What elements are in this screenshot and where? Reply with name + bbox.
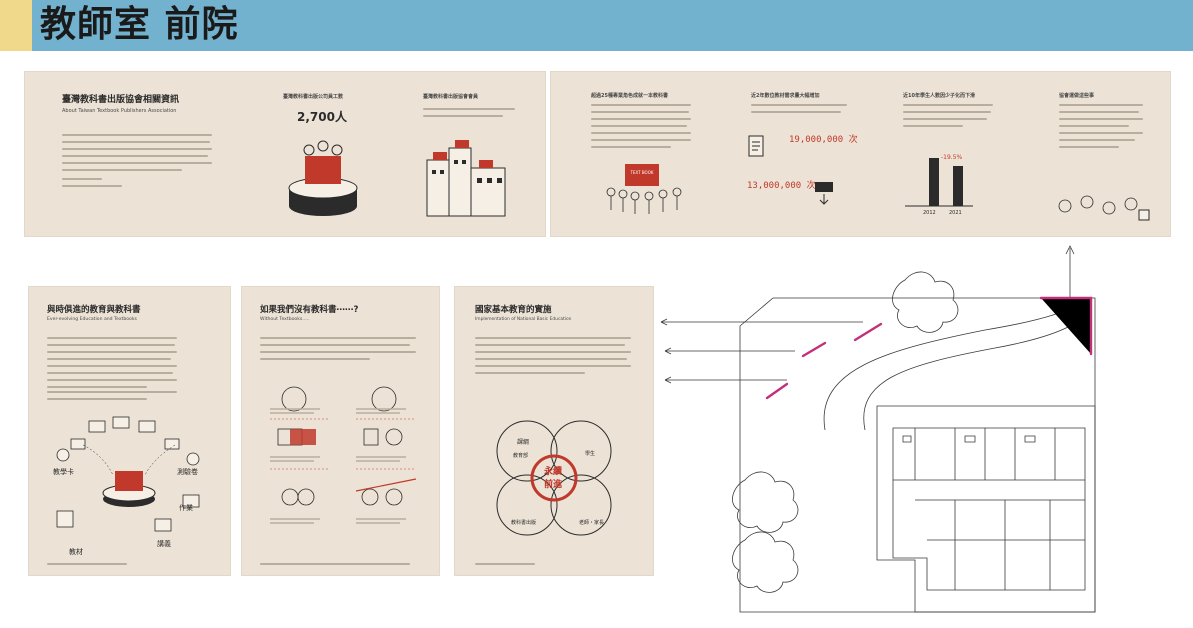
- label-test-paper: 測驗卷: [177, 468, 198, 476]
- download-icon: [815, 182, 833, 205]
- birthrate-title: 近10年學生人數因少子化而下滑: [903, 93, 975, 99]
- birthrate-change: -19.5%: [941, 154, 963, 161]
- panel-d-body: [260, 337, 416, 365]
- education-cycle-diagram: [496, 420, 612, 536]
- assoc-illustration: [1058, 195, 1150, 221]
- book-label: TEXT BOOK: [630, 170, 654, 175]
- panel-c-title: 與時俱進的教育與教科書: [47, 305, 141, 315]
- members-title: 臺灣教科書出版協會會員: [423, 94, 479, 100]
- panel-e-subtitle: Implementation of National Basic Educati…: [475, 317, 572, 322]
- node-curriculum: 課綱: [517, 439, 530, 446]
- page-title: 教師室 前院: [40, 4, 239, 45]
- label-homework: 作業: [179, 504, 193, 512]
- panel-c-body: [47, 337, 177, 393]
- cycle-center-line-1: 永續: [544, 467, 563, 477]
- node-teachers-parents: 老師・家長: [579, 520, 605, 526]
- node-ministry: 教育部: [513, 453, 529, 459]
- evolving-illustration: [56, 416, 200, 532]
- without-textbooks-illustration: [270, 386, 417, 524]
- panel-industry-facts: 超過25種專業角色成就一本教科書 TEXT BOOK 近2年數位教材需求量大幅增…: [551, 72, 1170, 236]
- cycle-center-line-2: 前進: [544, 480, 563, 490]
- buildings-illustration: [426, 140, 506, 217]
- stat-value: 2,700人: [297, 110, 347, 124]
- professions-illustration: TEXT BOOK: [606, 164, 682, 214]
- panel-c-footer: [47, 563, 127, 570]
- panel-c-body-2: [47, 391, 177, 405]
- panel-a-title: 臺灣教科書出版協會相關資訊: [62, 95, 180, 105]
- panel-e-footer: [475, 563, 535, 570]
- label-teaching-materials: 教材: [69, 548, 83, 556]
- members-list: [423, 108, 515, 122]
- birthrate-bar-chart: [905, 158, 973, 207]
- panel-ever-evolving: 與時俱進的教育與教科書 Ever-evolving Education and …: [29, 287, 230, 575]
- assoc-body: [1059, 104, 1143, 153]
- panel-a-footnote: [62, 178, 122, 192]
- node-students: 學生: [585, 451, 596, 457]
- digital-value-2: 13,000,000 次: [747, 181, 816, 191]
- birthrate-year-2: 2021: [949, 210, 962, 216]
- digital-value-1: 19,000,000 次: [789, 135, 858, 145]
- panel-without-textbooks: 如果我們沒有教科書⋯⋯? Without Textbooks.....: [242, 287, 439, 575]
- birthrate-year-1: 2012: [923, 210, 936, 216]
- birthrate-body: [903, 104, 993, 132]
- header-accent: [0, 0, 32, 51]
- digital-title: 近2年數位教材需求量大幅增加: [751, 93, 820, 99]
- panel-a-body-text: [62, 134, 212, 176]
- header-bar: [0, 0, 1193, 51]
- panel-d-title: 如果我們沒有教科書⋯⋯?: [260, 305, 359, 315]
- node-publishing: 教科書出版: [511, 520, 537, 526]
- panel-e-body: [475, 337, 631, 379]
- professions-body: [591, 104, 691, 153]
- document-icon: [748, 135, 764, 157]
- panel-e-title: 國家基本教育的實施: [475, 305, 552, 315]
- label-teaching-card: 教學卡: [53, 468, 74, 476]
- panel-association-info: 臺灣教科書出版協會相關資訊 About Taiwan Textbook Publ…: [25, 72, 545, 236]
- site-floor-plan: [660, 245, 1096, 613]
- panel-a-subtitle: About Taiwan Textbook Publishers Associa…: [62, 108, 177, 114]
- professions-title: 超過25種專業角色成就一本教科書: [591, 93, 668, 99]
- stat-title: 臺灣教科書出版公司員工數: [283, 94, 344, 100]
- panel-d-subtitle: Without Textbooks.....: [260, 317, 310, 322]
- staff-illustration: [288, 140, 358, 216]
- assoc-title: 協會運做這些事: [1059, 93, 1095, 99]
- panel-basic-education: 國家基本教育的實施 Implementation of National Bas…: [455, 287, 653, 575]
- digital-body: [751, 104, 847, 118]
- panel-c-subtitle: Ever-evolving Education and Textbooks: [47, 317, 137, 322]
- panel-d-footer: [260, 563, 410, 570]
- label-handouts: 講義: [157, 540, 171, 548]
